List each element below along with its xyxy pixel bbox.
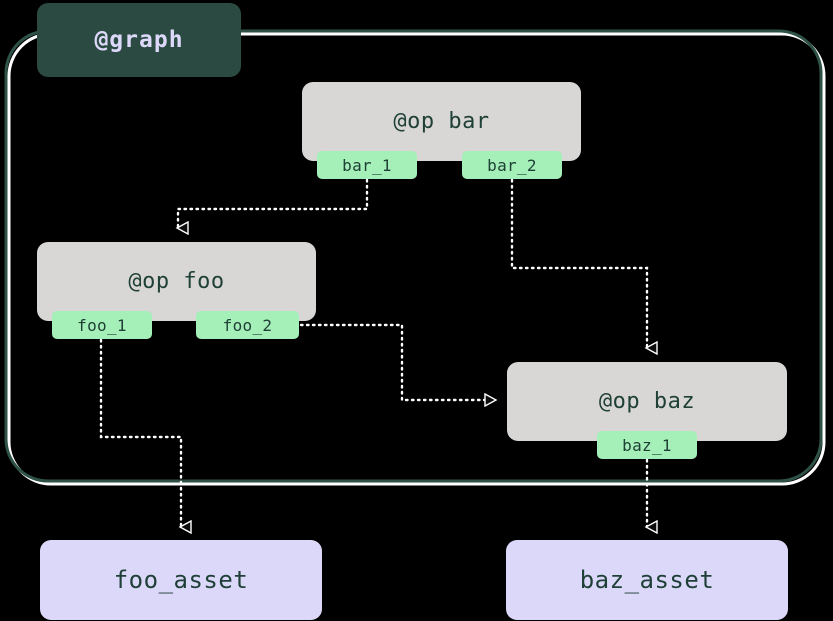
edge-foo_2-to-baz bbox=[299, 323, 495, 400]
edge-foo_1-to-foo_asset bbox=[99, 338, 181, 527]
asset-node-foo_asset-label: foo_asset bbox=[113, 566, 249, 594]
op-node-baz-label: @op baz bbox=[598, 389, 696, 414]
asset-node-foo_asset[interactable]: foo_asset bbox=[40, 540, 322, 620]
output-pill-bar_1[interactable]: bar_1 bbox=[317, 151, 417, 179]
output-pill-foo_2-label: foo_2 bbox=[222, 315, 273, 335]
output-pill-baz_1-label: baz_1 bbox=[622, 435, 672, 455]
asset-node-baz_asset-label: baz_asset bbox=[579, 566, 715, 594]
asset-node-baz_asset[interactable]: baz_asset bbox=[506, 540, 788, 620]
op-node-baz[interactable]: @op baz bbox=[507, 362, 787, 441]
edge-bar_2-to-baz bbox=[510, 178, 647, 348]
op-node-foo-label: @op foo bbox=[128, 269, 225, 294]
subgraph-border-outer bbox=[7, 32, 826, 486]
output-pill-foo_1-label: foo_1 bbox=[77, 315, 127, 335]
output-pill-bar_2[interactable]: bar_2 bbox=[462, 151, 562, 179]
op-node-foo[interactable]: @op foo bbox=[37, 242, 316, 321]
output-pill-foo_2[interactable]: foo_2 bbox=[196, 311, 299, 339]
output-pill-foo_1[interactable]: foo_1 bbox=[52, 311, 152, 339]
op-node-bar[interactable]: @op bar bbox=[302, 82, 581, 161]
subgraph-border-inner bbox=[4, 29, 823, 483]
edge-bar_1-to-foo bbox=[178, 178, 369, 228]
output-pill-bar_2-label: bar_2 bbox=[487, 155, 537, 175]
output-pill-bar_1-label: bar_1 bbox=[342, 155, 392, 175]
output-pill-baz_1[interactable]: baz_1 bbox=[597, 431, 697, 459]
subgraph-label-text: @graph bbox=[94, 27, 184, 53]
subgraph-label-graph[interactable]: @graph bbox=[37, 3, 241, 77]
op-node-bar-label: @op bar bbox=[393, 109, 490, 134]
